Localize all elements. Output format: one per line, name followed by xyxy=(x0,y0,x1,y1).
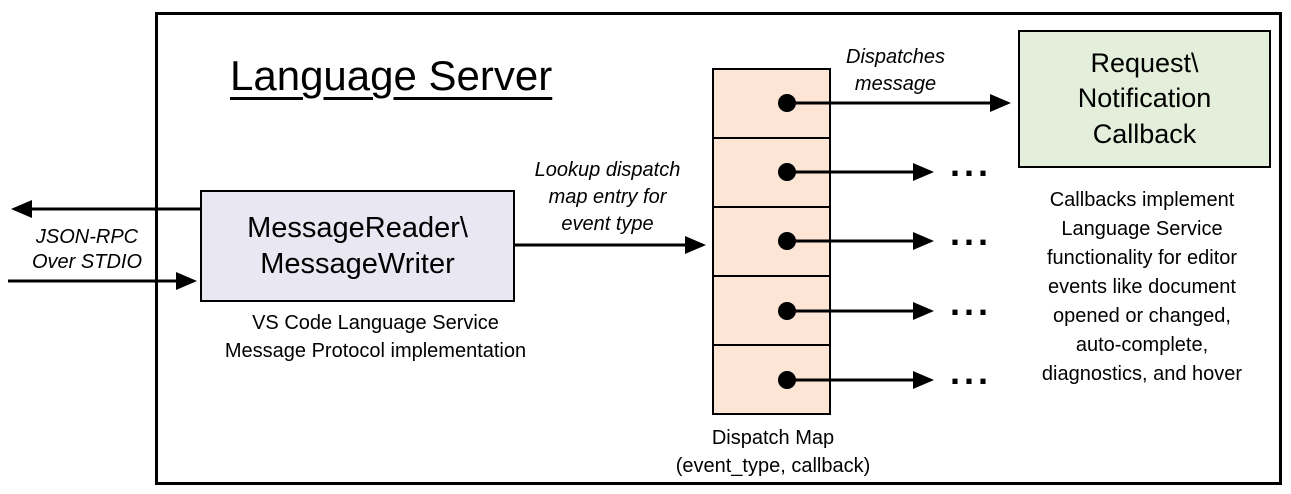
dispatch-map-cell xyxy=(714,137,829,206)
dispatch-map-cell xyxy=(714,344,829,413)
json-rpc-label-line1: JSON-RPC xyxy=(35,226,139,248)
dispatches-label-line1: Dispatches xyxy=(846,46,945,68)
message-reader-writer-box: MessageReader\ MessageWriter xyxy=(200,190,515,302)
message-box-line2: MessageWriter xyxy=(260,248,455,280)
json-rpc-label-line2: Over STDIO xyxy=(31,251,142,273)
callback-box-line3: Callback xyxy=(1092,118,1197,149)
ellipsis-3: ... xyxy=(950,212,993,253)
callbacks-note-line5: opened or changed, xyxy=(1053,305,1231,327)
dispatch-map-cell xyxy=(714,70,829,137)
message-box-line1: MessageReader\ xyxy=(247,211,468,244)
callbacks-note-line6: auto-complete, xyxy=(1075,334,1209,356)
lookup-label-line1: Lookup dispatch xyxy=(534,159,681,181)
callback-box-line2: Notification xyxy=(1077,83,1212,114)
dispatches-message-label: Dispatches message xyxy=(838,44,953,98)
dispatch-map-caption-line2: (event_type, callback) xyxy=(675,455,871,477)
ellipsis-4: ... xyxy=(950,282,993,323)
lookup-dispatch-label: Lookup dispatch map entry for event type xyxy=(520,157,695,238)
dispatch-map xyxy=(712,68,831,415)
ellipsis-5: ... xyxy=(950,351,993,392)
json-rpc-stdio-label: JSON-RPC Over STDIO xyxy=(22,225,152,275)
callbacks-note-line2: Language Service xyxy=(1061,218,1223,240)
dispatches-label-line2: message xyxy=(854,73,937,95)
message-box-caption: VS Code Language Service Message Protoco… xyxy=(203,309,548,365)
dispatch-map-cell xyxy=(714,275,829,344)
message-box-caption-line2: Message Protocol implementation xyxy=(224,340,527,362)
lookup-label-line2: map entry for xyxy=(548,186,667,208)
callbacks-note-line7: diagnostics, and hover xyxy=(1041,363,1243,385)
callback-box-line1: Request\ xyxy=(1090,48,1199,79)
ellipsis-2: ... xyxy=(950,143,993,184)
dispatch-map-cell xyxy=(714,206,829,275)
message-box-caption-line1: VS Code Language Service xyxy=(252,312,499,334)
request-notification-callback-box: Request\ Notification Callback xyxy=(1018,30,1271,168)
lookup-label-line3: event type xyxy=(561,213,654,235)
callbacks-note: Callbacks implement Language Service fun… xyxy=(1000,186,1284,389)
dispatch-map-caption: Dispatch Map (event_type, callback) xyxy=(663,424,883,480)
dispatch-map-caption-line1: Dispatch Map xyxy=(711,427,835,449)
callbacks-note-line4: events like document xyxy=(1048,276,1236,298)
callbacks-note-line3: functionality for editor xyxy=(1046,247,1238,269)
diagram-title: Language Server xyxy=(230,52,553,99)
callbacks-note-line1: Callbacks implement xyxy=(1049,189,1235,211)
